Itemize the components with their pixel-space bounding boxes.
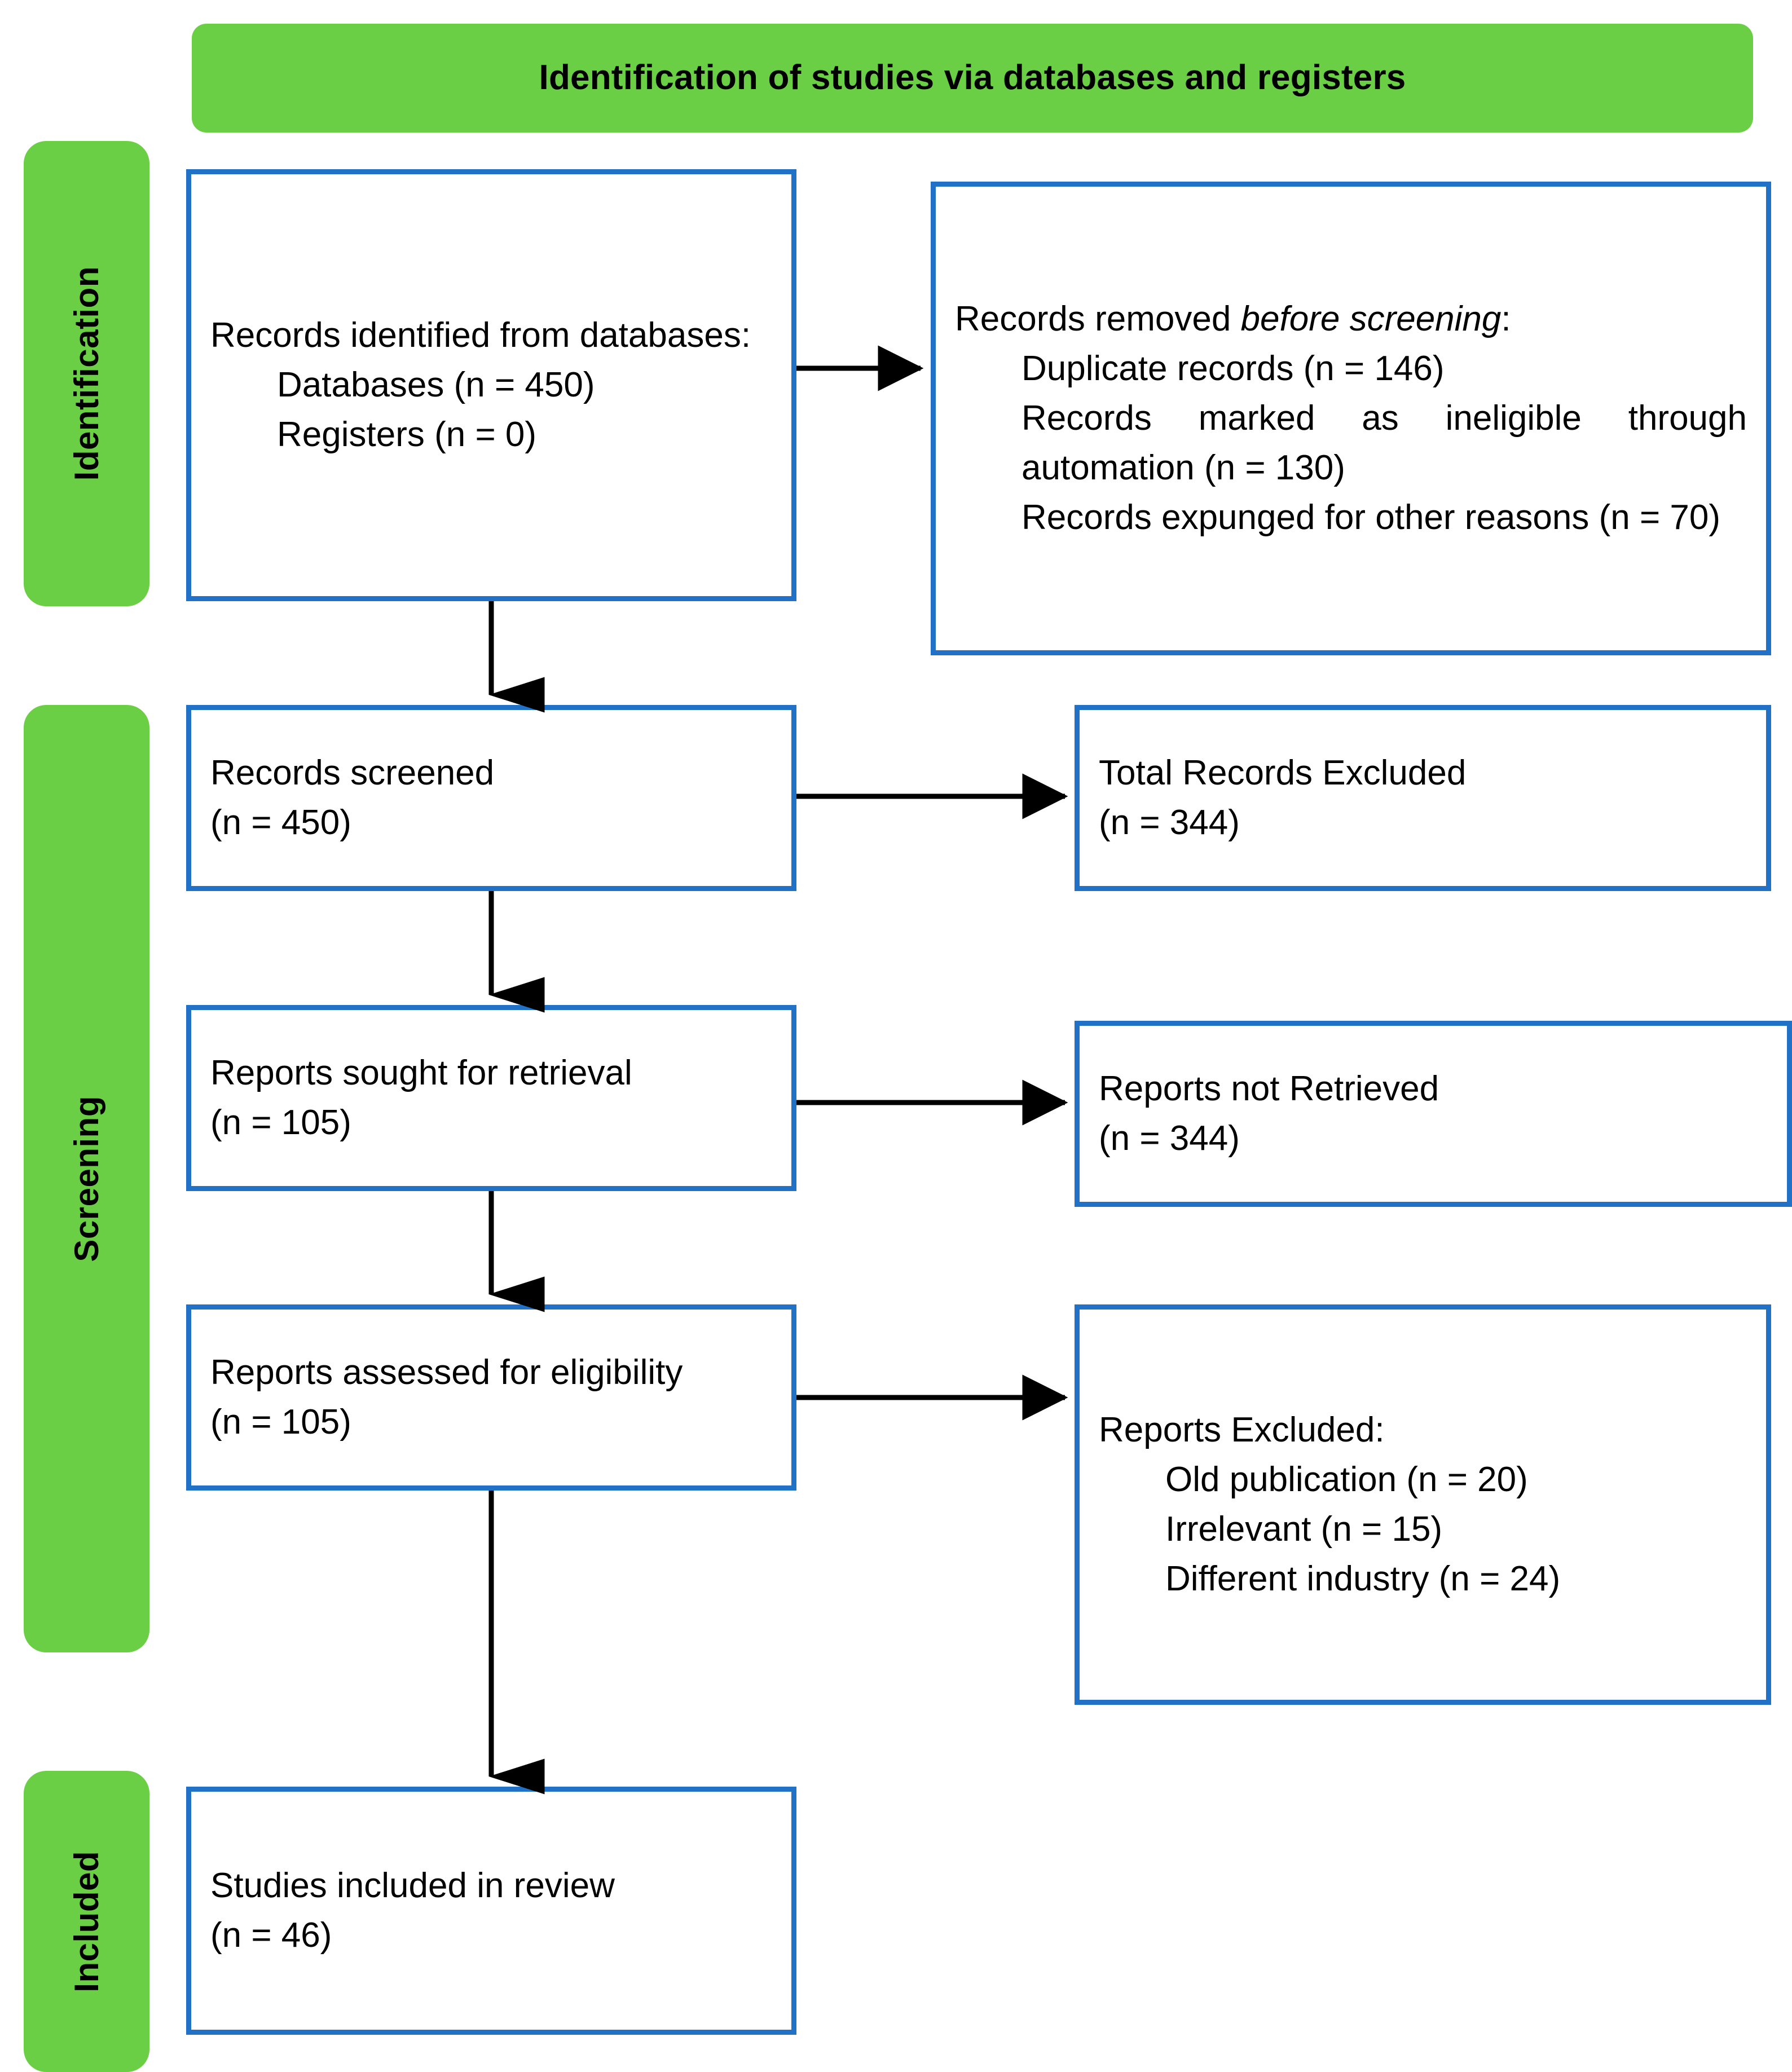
records-removed-item-automation: Records marked as ineligible through aut… — [1022, 398, 1747, 488]
records-screened-label: Records screened — [210, 753, 495, 792]
header-title: Identification of studies via databases … — [539, 58, 1406, 98]
reports-excluded-item-different-industry: Different industry (n = 24) — [1165, 1559, 1561, 1599]
total-records-excluded-label: Total Records Excluded — [1099, 753, 1467, 792]
box-total-records-excluded: Total Records Excluded (n = 344) — [1075, 705, 1771, 891]
box-records-removed-content: Records removed before screening: Duplic… — [936, 294, 1766, 543]
records-removed-lead-colon: : — [1501, 299, 1511, 338]
stage-tab-screening: Screening — [24, 705, 149, 1652]
box-studies-included: Studies included in review (n = 46) — [186, 1787, 796, 2035]
stage-tab-included: Included — [24, 1771, 149, 2072]
reports-not-retrieved-count: (n = 344) — [1099, 1119, 1240, 1158]
records-identified-item-registers: Registers (n = 0) — [277, 415, 537, 455]
reports-sought-label: Reports sought for retrieval — [210, 1053, 632, 1092]
records-removed-lead-italic: before screening — [1240, 299, 1502, 338]
stage-label-included: Included — [68, 1850, 105, 1992]
reports-excluded-item-irrelevant: Irrelevant (n = 15) — [1165, 1510, 1443, 1549]
reports-not-retrieved-label: Reports not Retrieved — [1099, 1069, 1439, 1108]
box-reports-sought-content: Reports sought for retrieval (n = 105) — [191, 1048, 791, 1148]
studies-included-label: Studies included in review — [210, 1866, 615, 1905]
records-removed-lead: Records removed before screening: — [955, 294, 1747, 344]
reports-sought-count: (n = 105) — [210, 1103, 351, 1142]
total-records-excluded-count: (n = 344) — [1099, 803, 1240, 842]
box-reports-assessed-content: Reports assessed for eligibility (n = 10… — [191, 1348, 791, 1447]
records-identified-lead: Records identified from databases: — [210, 315, 751, 355]
box-records-removed: Records removed before screening: Duplic… — [931, 182, 1771, 655]
box-records-identified: Records identified from databases: Datab… — [186, 169, 796, 601]
box-reports-assessed: Reports assessed for eligibility (n = 10… — [186, 1304, 796, 1491]
box-records-identified-content: Records identified from databases: Datab… — [191, 311, 791, 460]
box-total-records-excluded-content: Total Records Excluded (n = 344) — [1080, 748, 1766, 848]
records-removed-item-other: Records expunged for other reasons (n = … — [1022, 498, 1721, 537]
reports-assessed-count: (n = 105) — [210, 1403, 351, 1441]
header-banner: Identification of studies via databases … — [192, 24, 1753, 133]
studies-included-count: (n = 46) — [210, 1916, 332, 1955]
records-removed-item-duplicates: Duplicate records (n = 146) — [1022, 349, 1445, 388]
records-screened-count: (n = 450) — [210, 803, 351, 842]
stage-label-screening: Screening — [68, 1095, 105, 1262]
box-records-screened: Records screened (n = 450) — [186, 705, 796, 891]
box-records-screened-content: Records screened (n = 450) — [191, 748, 791, 848]
reports-excluded-lead: Reports Excluded: — [1099, 1410, 1385, 1449]
box-reports-not-retrieved: Reports not Retrieved (n = 344) — [1075, 1021, 1792, 1207]
records-removed-lead-plain: Records removed — [955, 299, 1241, 338]
box-reports-excluded-content: Reports Excluded: Old publication (n = 2… — [1080, 1405, 1766, 1604]
reports-assessed-label: Reports assessed for eligibility — [210, 1352, 683, 1392]
box-reports-excluded: Reports Excluded: Old publication (n = 2… — [1075, 1304, 1771, 1705]
stage-label-identification: Identification — [68, 266, 105, 481]
box-reports-sought: Reports sought for retrieval (n = 105) — [186, 1005, 796, 1191]
records-identified-item-databases: Databases (n = 450) — [277, 365, 595, 404]
stage-tab-identification: Identification — [24, 141, 149, 606]
reports-excluded-item-old-publication: Old publication (n = 20) — [1165, 1460, 1528, 1499]
box-reports-not-retrieved-content: Reports not Retrieved (n = 344) — [1080, 1064, 1787, 1163]
box-studies-included-content: Studies included in review (n = 46) — [191, 1861, 791, 1960]
